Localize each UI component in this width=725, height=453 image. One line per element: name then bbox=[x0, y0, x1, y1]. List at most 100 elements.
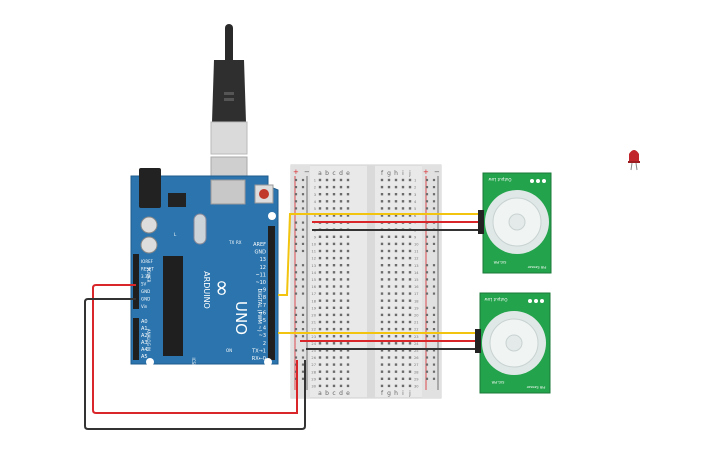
breadboard-hole[interactable] bbox=[332, 185, 336, 189]
breadboard-hole[interactable] bbox=[401, 342, 405, 345]
breadboard-hole[interactable] bbox=[339, 249, 343, 253]
breadboard-hole[interactable] bbox=[339, 363, 343, 366]
breadboard-hole[interactable] bbox=[387, 363, 391, 366]
rail-hole[interactable] bbox=[301, 320, 305, 324]
breadboard-hole[interactable] bbox=[380, 285, 384, 288]
breadboard-hole[interactable] bbox=[346, 306, 350, 309]
rail-hole[interactable] bbox=[301, 228, 305, 231]
rail-hole[interactable] bbox=[294, 178, 298, 182]
rail-hole[interactable] bbox=[425, 235, 429, 238]
breadboard-hole[interactable] bbox=[394, 349, 398, 352]
breadboard-hole[interactable] bbox=[401, 349, 405, 352]
rail-hole[interactable] bbox=[432, 178, 436, 182]
breadboard-hole[interactable] bbox=[401, 292, 405, 295]
breadboard-hole[interactable] bbox=[380, 242, 384, 246]
breadboard-hole[interactable] bbox=[401, 264, 405, 267]
rail-hole[interactable] bbox=[432, 356, 436, 359]
rail-hole[interactable] bbox=[425, 200, 429, 203]
breadboard-hole[interactable] bbox=[339, 335, 343, 338]
breadboard-hole[interactable] bbox=[332, 214, 336, 217]
rail-hole[interactable] bbox=[432, 328, 436, 331]
red-led[interactable] bbox=[628, 150, 640, 171]
breadboard-hole[interactable] bbox=[332, 242, 336, 246]
breadboard-hole[interactable] bbox=[380, 271, 384, 274]
breadboard-hole[interactable] bbox=[332, 384, 336, 388]
breadboard-hole[interactable] bbox=[380, 363, 384, 366]
breadboard-hole[interactable] bbox=[325, 320, 329, 324]
breadboard-hole[interactable] bbox=[387, 207, 391, 210]
breadboard-hole[interactable] bbox=[401, 271, 405, 274]
breadboard-hole[interactable] bbox=[346, 377, 350, 380]
rail-hole[interactable] bbox=[294, 186, 298, 189]
breadboard-hole[interactable] bbox=[380, 249, 384, 253]
rail-hole[interactable] bbox=[301, 292, 305, 295]
rail-hole[interactable] bbox=[301, 264, 305, 267]
breadboard-hole[interactable] bbox=[325, 299, 329, 302]
breadboard-hole[interactable] bbox=[394, 292, 398, 295]
breadboard-hole[interactable] bbox=[325, 193, 329, 196]
breadboard-hole[interactable] bbox=[408, 193, 412, 196]
rail-hole[interactable] bbox=[301, 178, 305, 182]
breadboard-hole[interactable] bbox=[346, 363, 350, 366]
breadboard-hole[interactable] bbox=[408, 342, 412, 345]
breadboard-hole[interactable] bbox=[318, 349, 322, 352]
breadboard-hole[interactable] bbox=[325, 370, 329, 373]
breadboard-hole[interactable] bbox=[346, 264, 350, 267]
breadboard-hole[interactable] bbox=[318, 285, 322, 288]
breadboard-hole[interactable] bbox=[380, 235, 384, 238]
breadboard-hole[interactable] bbox=[401, 214, 405, 217]
breadboard-hole[interactable] bbox=[332, 363, 336, 366]
breadboard-hole[interactable] bbox=[401, 313, 405, 317]
breadboard-hole[interactable] bbox=[387, 342, 391, 345]
breadboard-hole[interactable] bbox=[346, 370, 350, 373]
breadboard-hole[interactable] bbox=[408, 313, 412, 317]
rail-hole[interactable] bbox=[425, 349, 429, 352]
rail-hole[interactable] bbox=[425, 363, 429, 366]
breadboard-hole[interactable] bbox=[346, 242, 350, 246]
breadboard-hole[interactable] bbox=[380, 264, 384, 267]
breadboard-hole[interactable] bbox=[325, 214, 329, 217]
breadboard-hole[interactable] bbox=[394, 200, 398, 203]
rail-hole[interactable] bbox=[301, 207, 305, 210]
breadboard-hole[interactable] bbox=[339, 235, 343, 238]
breadboard-hole[interactable] bbox=[332, 313, 336, 317]
rail-hole[interactable] bbox=[432, 370, 436, 373]
rail-hole[interactable] bbox=[432, 271, 436, 274]
breadboard-hole[interactable] bbox=[332, 370, 336, 373]
breadboard-hole[interactable] bbox=[339, 370, 343, 373]
breadboard-hole[interactable] bbox=[380, 185, 384, 189]
rail-hole[interactable] bbox=[425, 186, 429, 189]
breadboard-hole[interactable] bbox=[387, 320, 391, 324]
breadboard-hole[interactable] bbox=[346, 278, 350, 281]
breadboard-hole[interactable] bbox=[325, 207, 329, 210]
breadboard-hole[interactable] bbox=[408, 278, 412, 281]
rail-hole[interactable] bbox=[301, 235, 305, 238]
breadboard-hole[interactable] bbox=[325, 335, 329, 338]
breadboard-hole[interactable] bbox=[325, 242, 329, 246]
breadboard-hole[interactable] bbox=[408, 256, 412, 260]
breadboard-hole[interactable] bbox=[325, 278, 329, 281]
breadboard-hole[interactable] bbox=[380, 278, 384, 281]
breadboard-hole[interactable] bbox=[339, 242, 343, 246]
breadboard-hole[interactable] bbox=[380, 349, 384, 352]
breadboard-hole[interactable] bbox=[380, 313, 384, 317]
breadboard-hole[interactable] bbox=[332, 178, 336, 182]
breadboard-hole[interactable] bbox=[387, 214, 391, 217]
rail-hole[interactable] bbox=[301, 377, 305, 380]
rail-hole[interactable] bbox=[294, 235, 298, 238]
breadboard-hole[interactable] bbox=[394, 193, 398, 196]
breadboard-hole[interactable] bbox=[346, 193, 350, 196]
breadboard-hole[interactable] bbox=[394, 249, 398, 253]
breadboard-hole[interactable] bbox=[380, 384, 384, 388]
rail-hole[interactable] bbox=[425, 306, 429, 309]
rail-hole[interactable] bbox=[425, 292, 429, 295]
breadboard-hole[interactable] bbox=[401, 178, 405, 182]
rail-hole[interactable] bbox=[301, 313, 305, 316]
rail-hole[interactable] bbox=[432, 320, 436, 324]
breadboard-hole[interactable] bbox=[394, 335, 398, 338]
breadboard-hole[interactable] bbox=[408, 235, 412, 238]
rail-hole[interactable] bbox=[425, 370, 429, 373]
breadboard-hole[interactable] bbox=[325, 342, 329, 345]
breadboard-hole[interactable] bbox=[387, 185, 391, 189]
breadboard-hole[interactable] bbox=[346, 327, 350, 331]
